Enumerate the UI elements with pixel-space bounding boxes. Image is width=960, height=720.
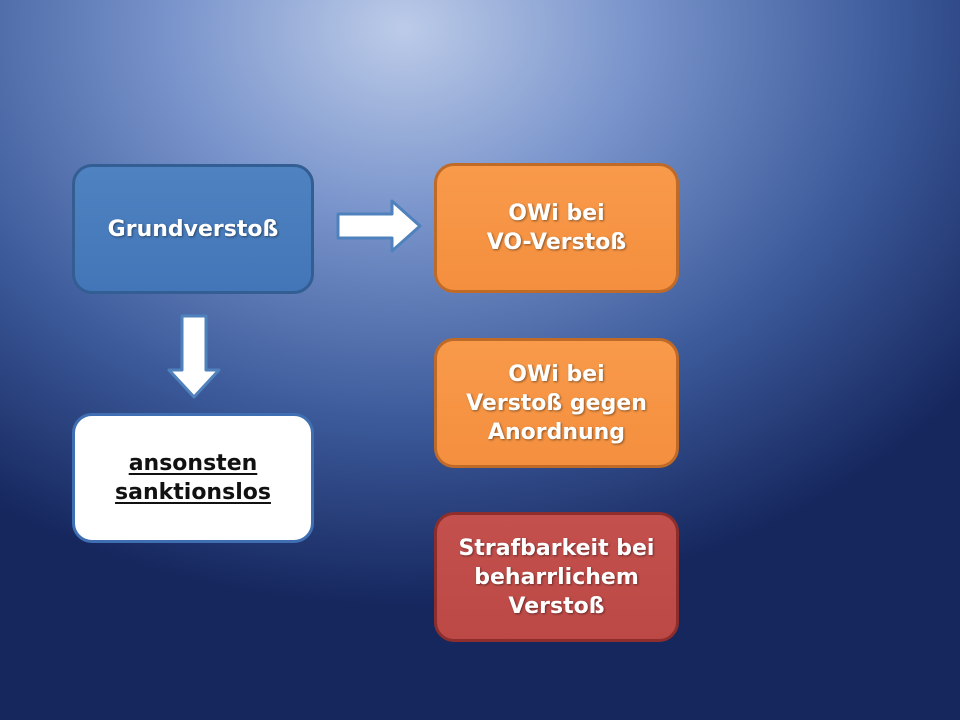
node-owi-anordnung-label: OWi bei Verstoß gegen Anordnung <box>466 361 647 445</box>
node-ansonsten-sanktionslos: ansonsten sanktionslos <box>72 413 314 543</box>
arrow-down <box>167 314 221 399</box>
node-grundverstoss: Grundverstoß <box>72 164 314 294</box>
arrow-right <box>336 199 422 253</box>
node-strafbarkeit-label: Strafbarkeit bei beharrlichem Verstoß <box>458 535 655 619</box>
node-strafbarkeit: Strafbarkeit bei beharrlichem Verstoß <box>434 512 679 642</box>
node-grundverstoss-label: Grundverstoß <box>107 216 279 242</box>
node-owi-anordnung: OWi bei Verstoß gegen Anordnung <box>434 338 679 468</box>
node-ansonsten-sanktionslos-label: ansonsten sanktionslos <box>115 451 271 505</box>
node-owi-vo-verstoss: OWi bei VO-Verstoß <box>434 163 679 293</box>
node-owi-vo-verstoss-label: OWi bei VO-Verstoß <box>486 201 627 255</box>
